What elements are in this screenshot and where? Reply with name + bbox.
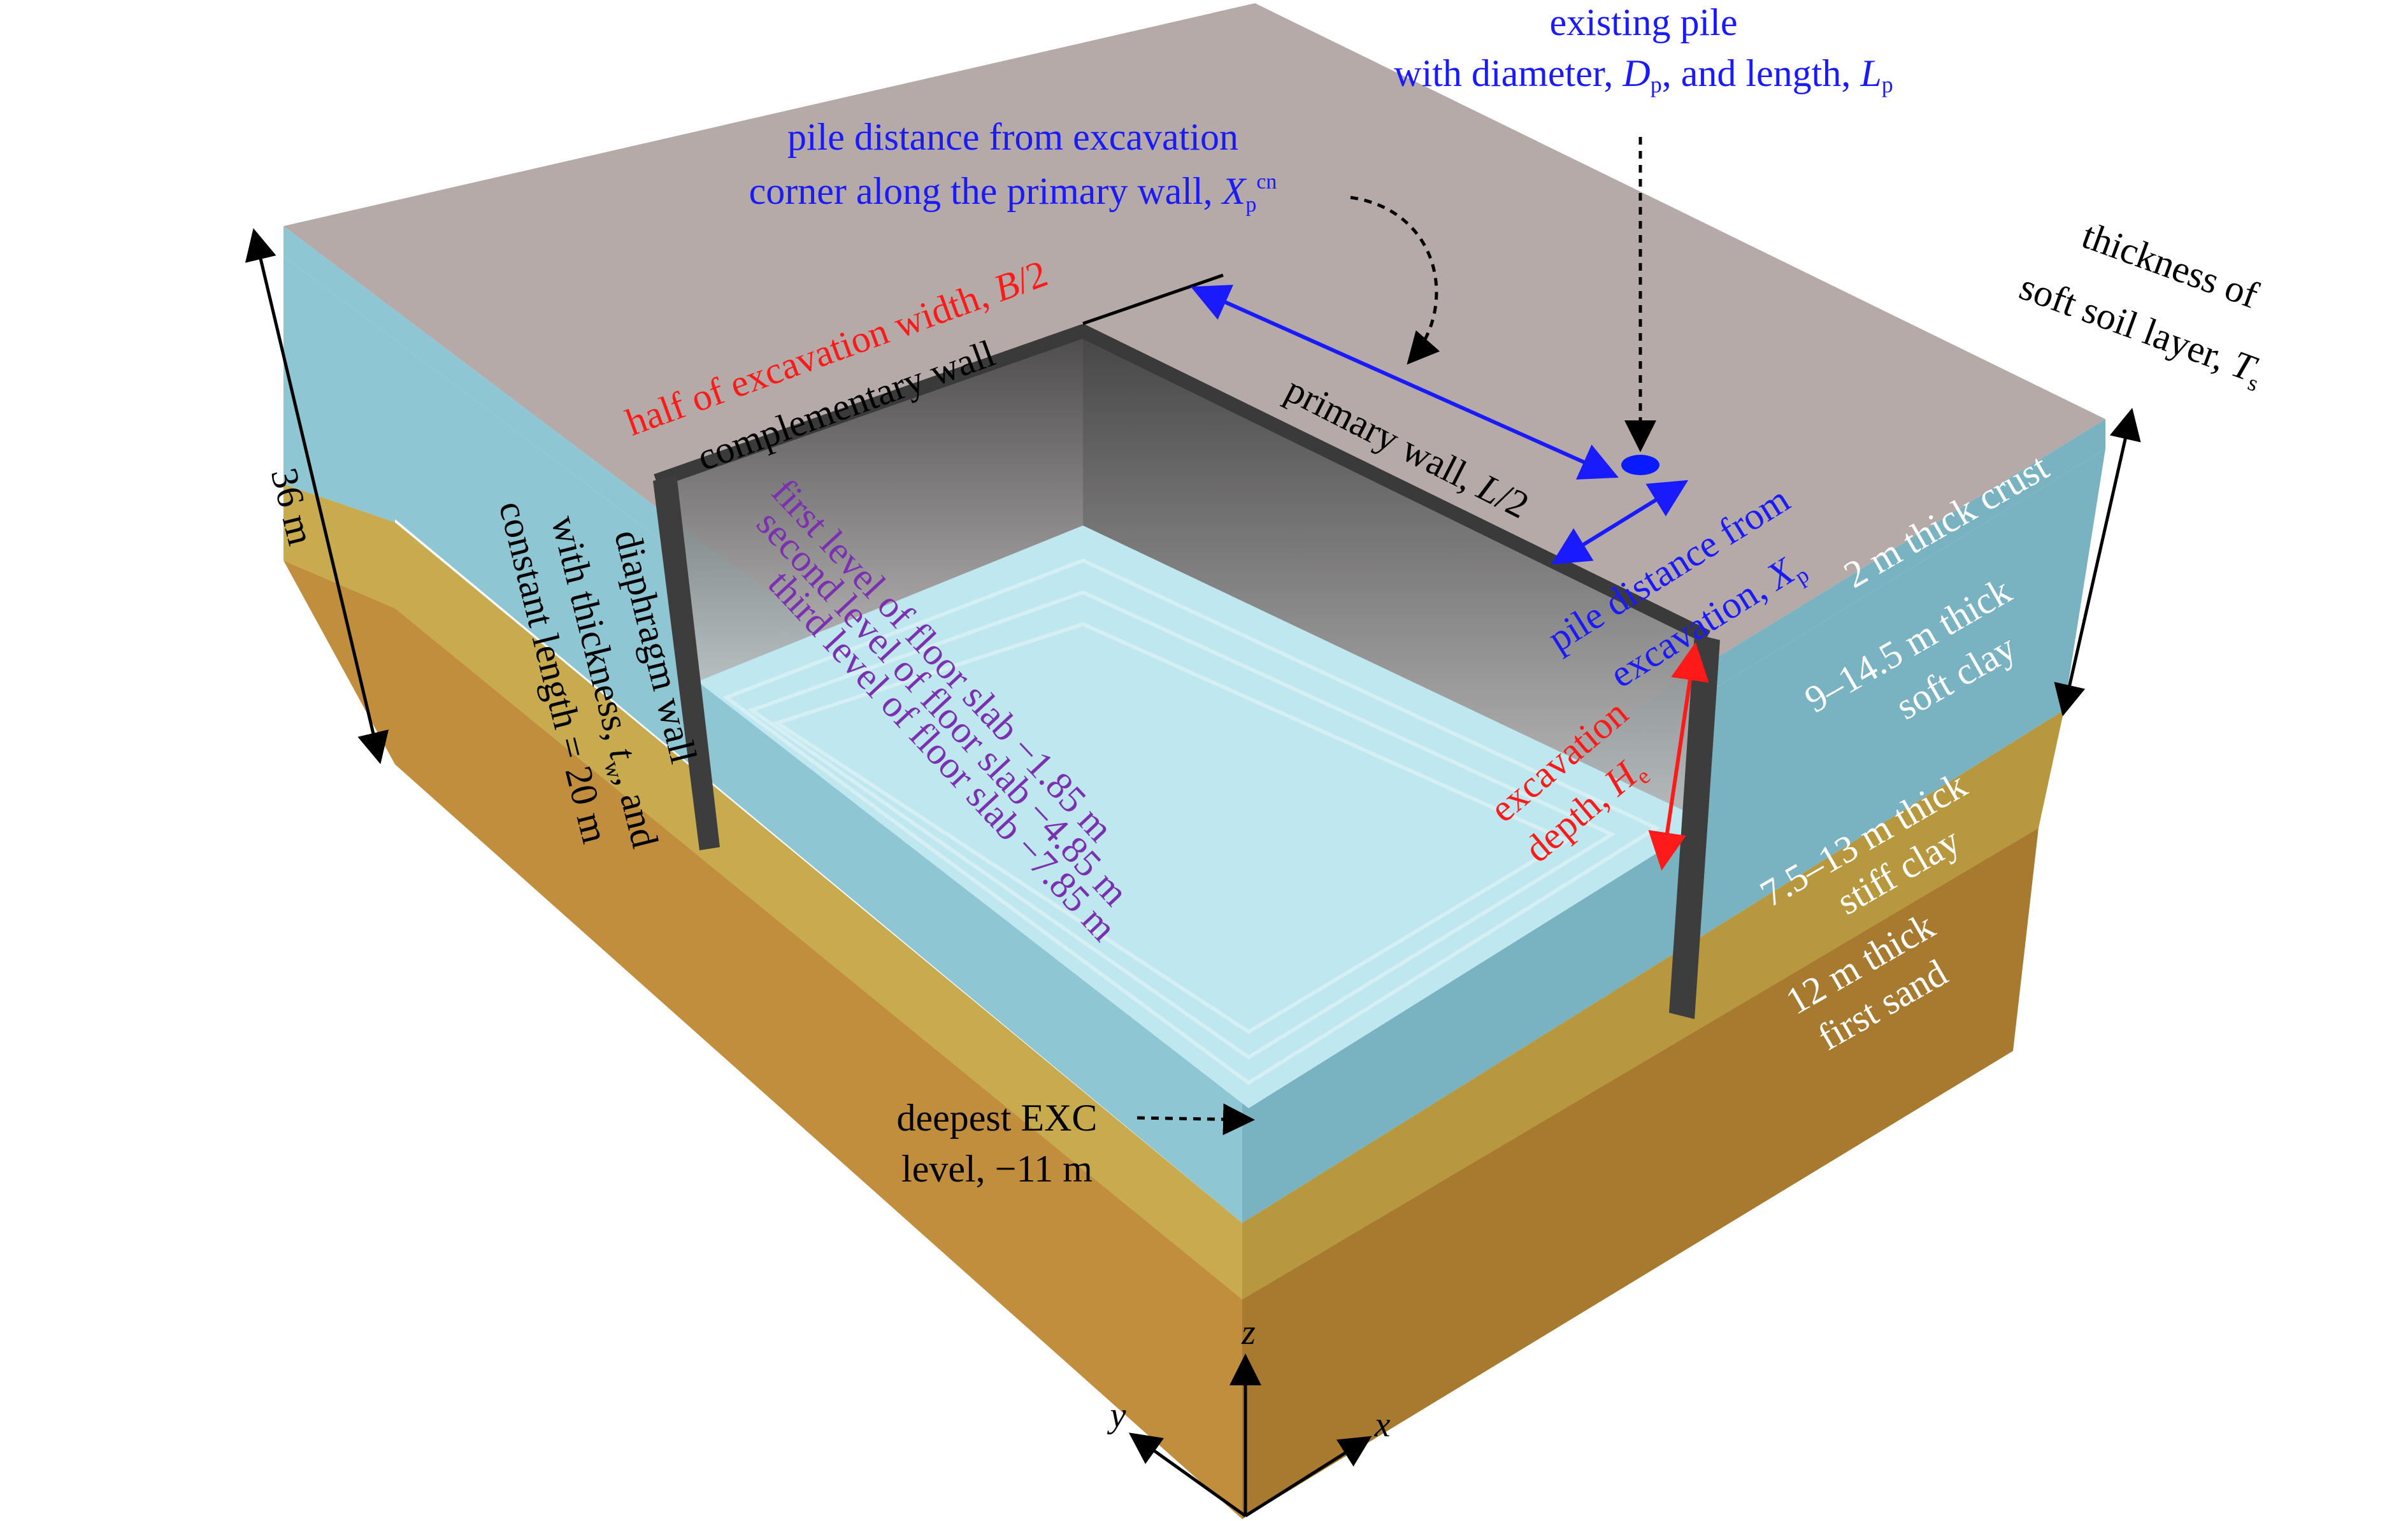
right-face-stiff-clay xyxy=(1242,710,2064,1299)
soft-thickness-arrow xyxy=(2054,408,2141,717)
axis-x-label: x xyxy=(1374,1405,1391,1445)
half-width-line xyxy=(1082,273,1224,325)
depth-36m-arrow xyxy=(245,228,389,764)
deepest-level-pointer-arrow xyxy=(1136,1103,1255,1136)
left-face-stiff-clay xyxy=(283,484,1242,1299)
deepest-level-label-2: level, −11 m xyxy=(901,1148,1093,1190)
complementary-wall-inner-face xyxy=(656,331,1083,682)
complementary-wall-edge xyxy=(653,475,720,850)
corner-distance-label-1: pile distance from excavation xyxy=(787,116,1238,158)
excavation-pit-floor xyxy=(698,525,1707,1108)
axis-y-label: y xyxy=(1107,1396,1126,1435)
floor-slab-step-1 xyxy=(773,622,1572,1034)
left-face-soft-clay xyxy=(283,256,1242,1223)
deepest-level-label-1: deepest EXC xyxy=(897,1097,1098,1139)
axis-y-arrow xyxy=(1128,1432,1247,1518)
existing-pile-label-1: existing pile xyxy=(1550,1,1738,43)
right-face-sand xyxy=(1242,828,2039,1519)
floor-slab-step-2 xyxy=(747,590,1616,1060)
existing-pile-marker xyxy=(1621,455,1659,475)
diaphragm-wall-outline xyxy=(654,324,1710,643)
axis-x-arrow xyxy=(1244,1436,1372,1518)
axis-z-label: z xyxy=(1241,1313,1256,1352)
left-face-sand xyxy=(283,561,1242,1519)
excavation-depth-arrow xyxy=(1648,642,1709,871)
existing-pile-label-2: with diameter, Dp, and length, Lp xyxy=(1394,52,1893,97)
corner-distance-label-2: corner along the primary wall, Xpcn xyxy=(749,170,1277,217)
primary-wall-dimension-arrow xyxy=(1191,285,1619,480)
pile-distance-arrow xyxy=(1551,480,1689,565)
